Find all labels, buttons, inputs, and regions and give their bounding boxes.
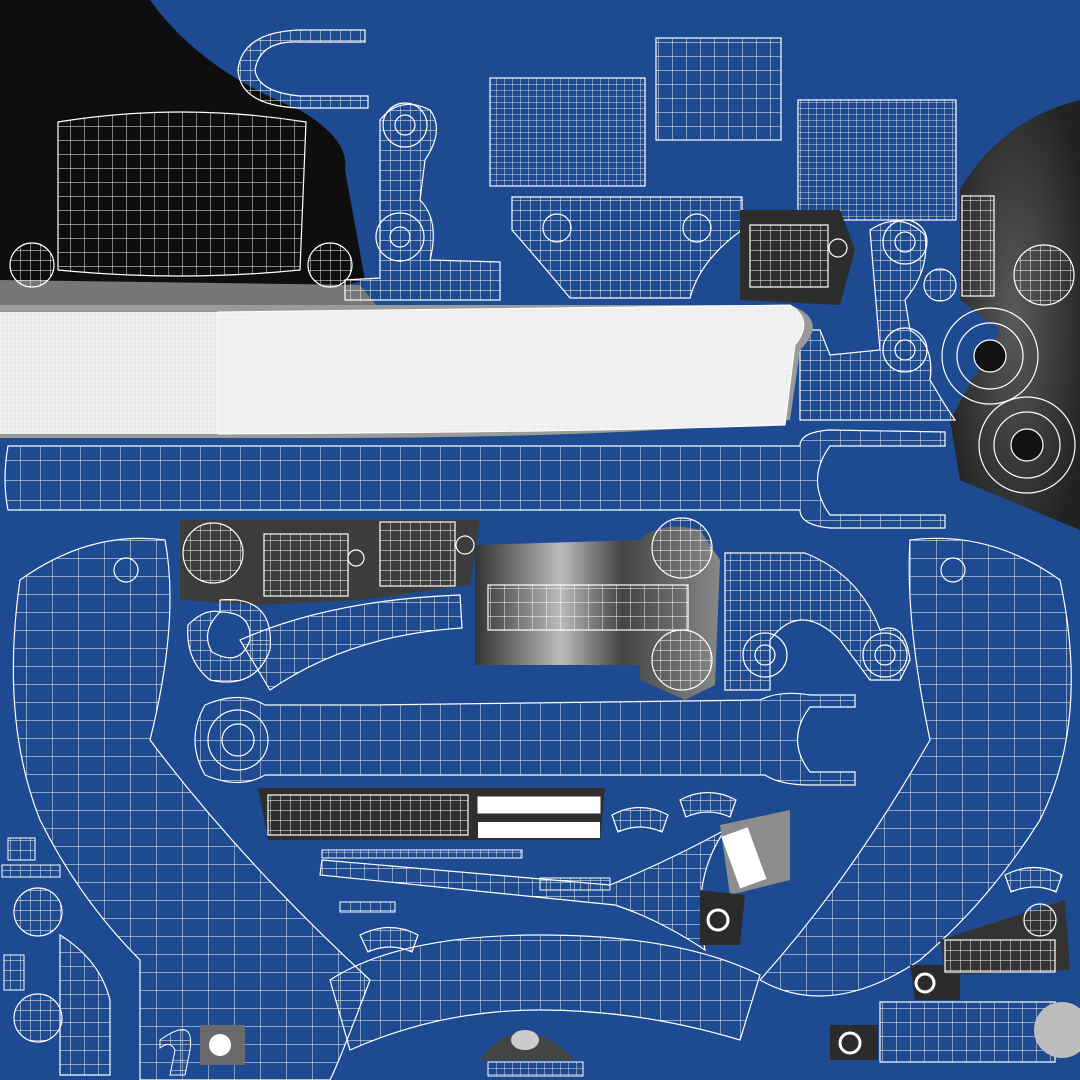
uv-island-bracket-a (344, 102, 501, 301)
uv-island-strip-2 (339, 901, 396, 913)
uv-island-disc-br (1034, 1002, 1080, 1058)
uv-island-left-small (1, 837, 111, 1076)
uv-island-right-dark (923, 100, 1080, 530)
uv-island-strip-3 (321, 849, 523, 859)
uv-island-small-hook (159, 1029, 192, 1076)
uv-island-strip-1 (539, 877, 611, 891)
uv-island-long-rod (4, 429, 946, 529)
uv-island-bottom-dome (480, 1030, 584, 1077)
uv-island-bottom-band (329, 934, 761, 1051)
uv-island-connecting-rod (194, 692, 856, 786)
uv-island-grid-panel-3 (797, 99, 957, 221)
uv-island-right-arm (759, 537, 1072, 997)
uv-island-tile-3 (720, 810, 790, 895)
uv-island-bracket-b (799, 219, 957, 421)
uv-island-arc-1 (611, 806, 669, 833)
uv-island-dense-strip (0, 304, 813, 439)
uv-island-grid-panel-4 (879, 1001, 1056, 1063)
uv-island-tile-1 (740, 210, 855, 305)
uv-island-fan (319, 829, 726, 952)
uv-island-curved-band (239, 594, 463, 691)
uv-island-grid-panel-2 (655, 37, 782, 141)
uv-island-right-bar (940, 900, 1070, 975)
uv-island-hook (237, 29, 369, 109)
uv-island-arc-4 (1004, 866, 1063, 893)
uv-island-dome (511, 196, 743, 299)
uv-island-fork (724, 552, 911, 691)
uv-island-grid-panel-1 (489, 77, 646, 187)
uv-island-ring-tiles (200, 890, 960, 1065)
uv-island-arc-3 (359, 926, 419, 953)
uv-island-top-left-panel (0, 0, 380, 310)
uv-island-arc-2 (679, 791, 737, 818)
uv-island-tile-2 (180, 520, 480, 605)
uv-island-gradient-bar (475, 517, 720, 700)
uv-island-key-bar (258, 788, 605, 840)
